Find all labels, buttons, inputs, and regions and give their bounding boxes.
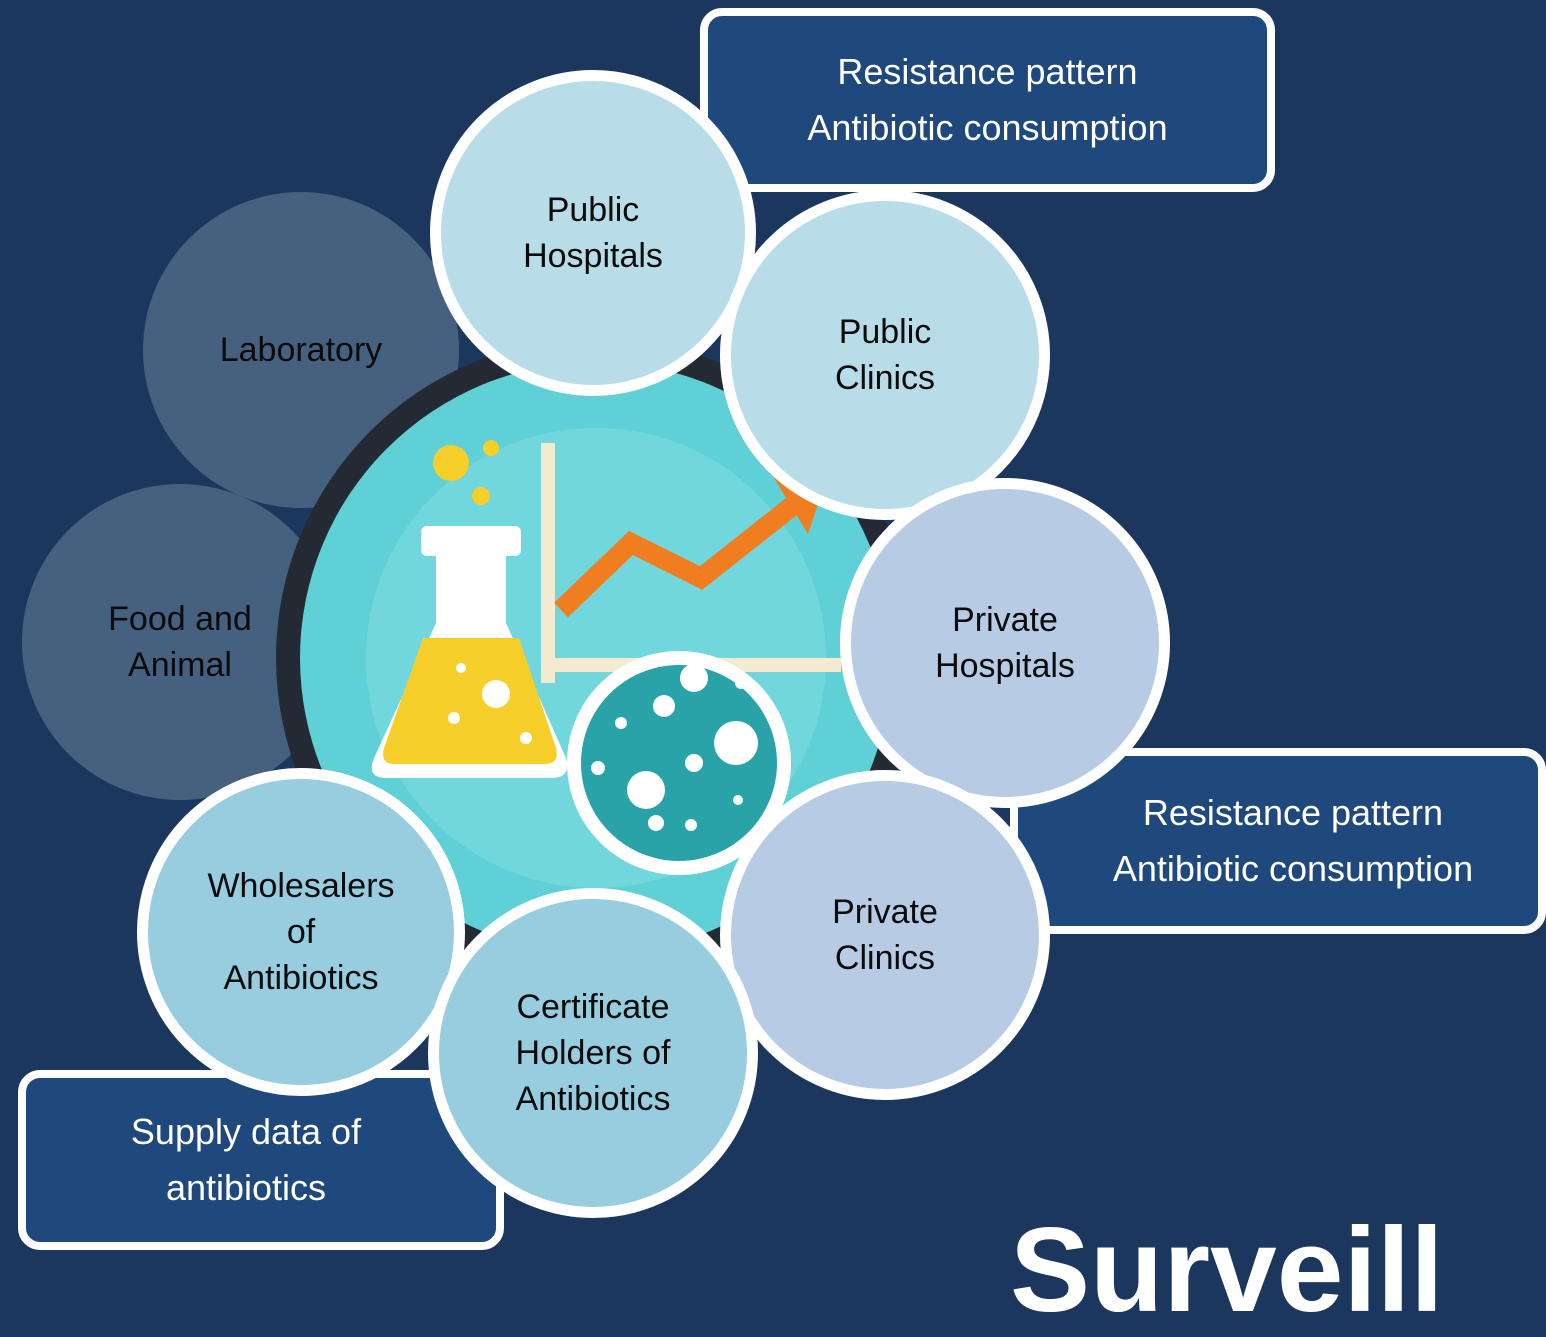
node-private-hospitals[interactable]: Private Hospitals bbox=[840, 478, 1170, 808]
node-certificate-holders[interactable]: Certificate Holders of Antibiotics bbox=[428, 888, 758, 1218]
node-public-hospitals-label: Public Hospitals bbox=[523, 190, 663, 275]
callout-supply-data: Supply data of antibiotics bbox=[18, 1070, 504, 1250]
node-wholesalers-of-antibiotics[interactable]: Wholesalers of Antibiotics bbox=[137, 768, 465, 1096]
node-wholesalers-label: Wholesalers of Antibiotics bbox=[207, 866, 395, 998]
node-public-hospitals[interactable]: Public Hospitals bbox=[430, 70, 756, 396]
node-food-and-animal-label: Food and Animal bbox=[108, 599, 252, 684]
node-public-clinics[interactable]: Public Clinics bbox=[720, 190, 1050, 520]
node-private-hospitals-label: Private Hospitals bbox=[935, 600, 1075, 685]
node-laboratory[interactable]: Laboratory bbox=[143, 192, 459, 508]
callout-bottom-left-text: Supply data of antibiotics bbox=[130, 1111, 362, 1208]
node-private-clinics-label: Private Clinics bbox=[832, 892, 938, 977]
node-public-clinics-label: Public Clinics bbox=[834, 312, 936, 397]
lab-flask-chart-petri-dish-icon bbox=[300, 362, 892, 954]
node-certificate-holders-label: Certificate Holders of Antibiotics bbox=[515, 987, 671, 1119]
footer-title-partial: Surveill bbox=[1010, 1203, 1444, 1337]
callout-right-resistance-consumption: Resistance pattern Antibiotic consumptio… bbox=[1010, 748, 1546, 934]
callout-top-resistance-consumption: Resistance pattern Antibiotic consumptio… bbox=[700, 8, 1275, 192]
callout-top-text: Resistance pattern Antibiotic consumptio… bbox=[807, 51, 1168, 148]
node-private-clinics[interactable]: Private Clinics bbox=[720, 770, 1050, 1100]
node-laboratory-label: Laboratory bbox=[219, 330, 383, 369]
callout-right-text: Resistance pattern Antibiotic consumptio… bbox=[1112, 792, 1474, 889]
